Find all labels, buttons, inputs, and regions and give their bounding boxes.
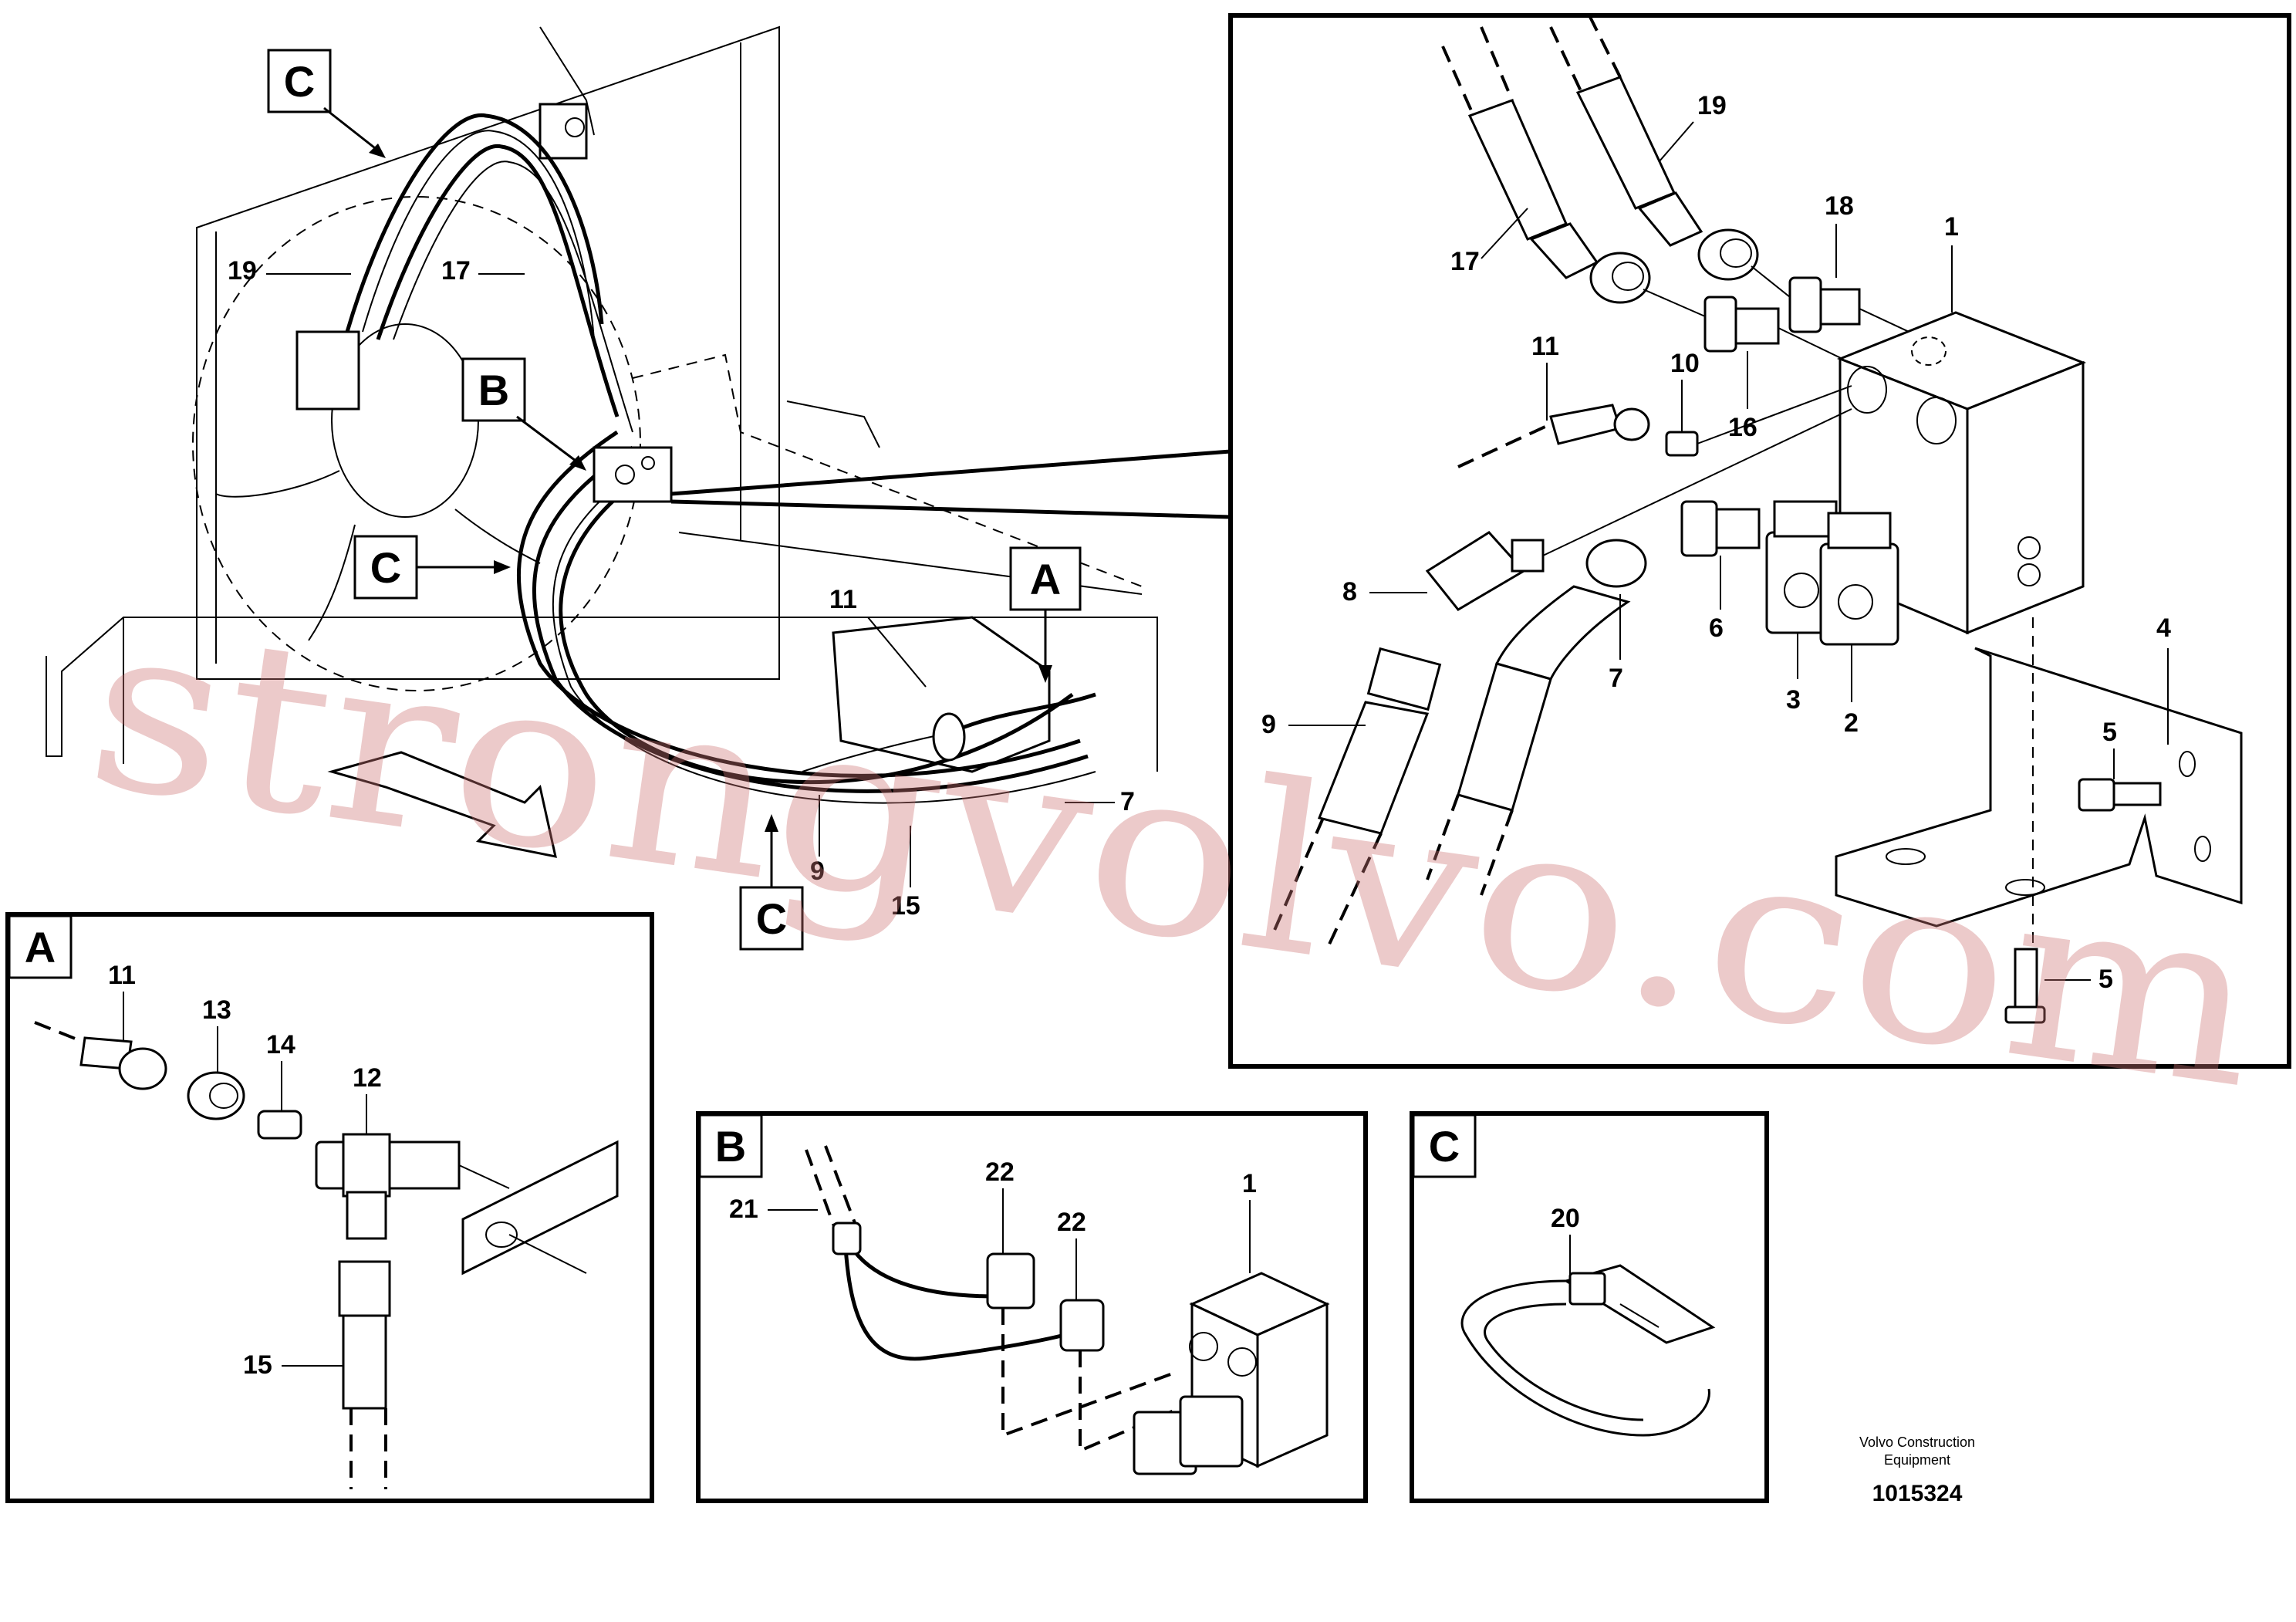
detail-b-view: B 21 22 22 xyxy=(696,1111,1368,1503)
label-11: 11 xyxy=(1531,332,1559,361)
label-22b: 22 xyxy=(1057,1208,1086,1237)
maker-line1: Volvo Construction xyxy=(1859,1434,1975,1450)
clamp-20 xyxy=(1460,1264,1716,1437)
label-13: 13 xyxy=(202,995,231,1025)
label-21: 21 xyxy=(729,1195,758,1224)
nut-13 xyxy=(187,1071,245,1120)
label-3: 3 xyxy=(1786,685,1801,715)
label-8: 8 xyxy=(1342,577,1357,607)
fitting-6 xyxy=(1680,500,1761,557)
connector-22a xyxy=(986,1252,1035,1309)
label-10: 10 xyxy=(1670,349,1700,378)
fan-outline xyxy=(192,196,641,691)
label-12: 12 xyxy=(353,1063,382,1093)
label-22a: 22 xyxy=(985,1157,1015,1187)
callout-c-mid: C xyxy=(353,535,511,600)
tank xyxy=(832,616,1051,773)
cable-21 xyxy=(805,1145,1065,1361)
svg-text:B: B xyxy=(478,366,509,414)
svg-text:A: A xyxy=(1030,555,1061,603)
top-labels: 19 17 18 1 11 10 16 8 7 6 3 2 9 xyxy=(1261,91,2171,994)
svg-text:C: C xyxy=(284,57,315,106)
connector-22b xyxy=(1059,1299,1105,1352)
label-4: 4 xyxy=(2156,613,2171,643)
label-1: 1 xyxy=(1242,1169,1257,1198)
bolt-5-upper xyxy=(2078,778,2162,812)
label-16: 16 xyxy=(1728,413,1757,442)
ferrule-14 xyxy=(257,1110,302,1140)
callout-a-main: A xyxy=(1009,546,1082,683)
detail-a-frame xyxy=(5,912,654,1503)
c-labels: 20 xyxy=(1551,1204,1580,1281)
main-labels: 19 17 11 9 15 7 xyxy=(228,256,1135,921)
label-19: 19 xyxy=(228,256,257,286)
hose-17 xyxy=(1441,26,1651,304)
label-14: 14 xyxy=(266,1030,295,1059)
svg-text:C: C xyxy=(756,894,787,943)
fan xyxy=(215,323,541,641)
watermark: strongvolvo.com xyxy=(74,569,2274,1140)
callout-c-bottom: C xyxy=(739,814,804,951)
label-9: 9 xyxy=(810,857,825,886)
footer: Volvo Construction Equipment 1015324 xyxy=(1859,1434,1975,1506)
callout-b-main: B xyxy=(461,357,586,471)
label-15: 15 xyxy=(891,891,920,921)
detail-a-view: A xyxy=(5,912,654,1503)
valve-block-1-b xyxy=(1133,1272,1330,1475)
bracket-b xyxy=(593,446,673,503)
hose-bundle xyxy=(345,113,1096,804)
elbow-8 xyxy=(1425,408,1852,611)
bracket-4 xyxy=(1835,617,2243,957)
detail-c-view: C 20 xyxy=(1410,1111,1769,1503)
label-9: 9 xyxy=(1261,710,1276,739)
tube-11 xyxy=(1457,404,1650,468)
callout-c-top: C xyxy=(267,49,386,158)
label-6: 6 xyxy=(1709,613,1724,643)
svg-text:C: C xyxy=(370,543,401,592)
direction-arrow xyxy=(327,751,557,858)
detail-a-letter: A xyxy=(25,923,56,972)
hose-9 xyxy=(1271,647,1442,950)
label-7: 7 xyxy=(1609,664,1623,693)
fitting-10 xyxy=(1665,385,1852,457)
radiator xyxy=(196,25,780,680)
detail-top-view: 19 17 18 1 11 10 16 8 7 6 3 2 9 xyxy=(1228,13,2291,1069)
detail-c-frame xyxy=(1410,1111,1769,1503)
plate-a xyxy=(461,1140,619,1276)
label-19: 19 xyxy=(1697,91,1727,120)
label-15: 15 xyxy=(243,1350,272,1380)
label-20: 20 xyxy=(1551,1204,1580,1233)
fitting-16 xyxy=(1703,296,1883,379)
label-17: 17 xyxy=(441,256,471,286)
hose-15-a xyxy=(338,1260,391,1489)
hose-7 xyxy=(1426,539,1647,896)
detail-c-letter: C xyxy=(1429,1122,1460,1171)
maker-line2: Equipment xyxy=(1884,1452,1950,1468)
detail-b-frame xyxy=(696,1111,1368,1503)
a-labels: 11 13 14 12 15 xyxy=(108,961,382,1380)
solenoid-2 xyxy=(1819,512,1899,646)
b-labels: 21 22 22 1 xyxy=(729,1157,1257,1300)
main-view: C B C A C xyxy=(46,25,1231,951)
detail-top-frame xyxy=(1228,13,2291,1069)
bolt-5-lower xyxy=(2004,948,2046,1024)
label-5-upper: 5 xyxy=(2102,718,2117,747)
label-18: 18 xyxy=(1825,191,1854,221)
tube-11-a xyxy=(34,1021,167,1090)
label-5-lower: 5 xyxy=(2098,965,2113,994)
tee-12 xyxy=(315,1133,510,1240)
label-2: 2 xyxy=(1844,708,1859,738)
label-17: 17 xyxy=(1450,247,1480,276)
label-7: 7 xyxy=(1120,787,1135,816)
drawing-number: 1015324 xyxy=(1872,1481,1963,1506)
label-11: 11 xyxy=(829,585,857,614)
label-1: 1 xyxy=(1944,212,1959,242)
label-11: 11 xyxy=(108,961,136,990)
detail-b-letter: B xyxy=(715,1122,746,1171)
hose-19 xyxy=(1549,15,1759,281)
